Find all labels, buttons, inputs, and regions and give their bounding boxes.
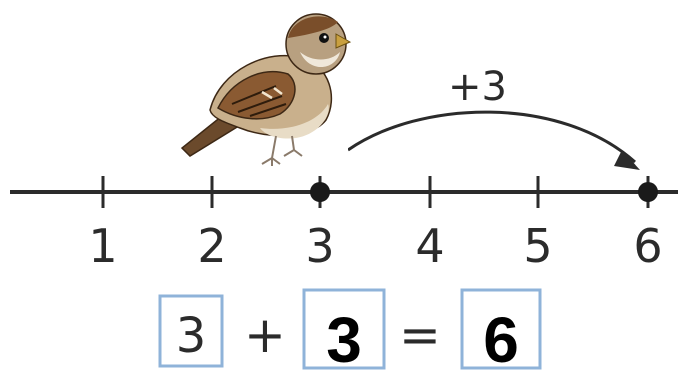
sum: 6	[483, 304, 519, 376]
arrowhead-icon	[614, 150, 640, 170]
second-addend-box[interactable]	[302, 288, 386, 370]
sum-box[interactable]	[460, 288, 542, 370]
start-dot	[310, 182, 330, 202]
first-addend: 3	[176, 308, 207, 364]
tick-label-5: 5	[523, 219, 552, 273]
tick-label-2: 2	[197, 219, 226, 273]
sparrow-icon	[150, 0, 352, 168]
equals-sign: =	[399, 306, 441, 364]
tick-label-6: 6	[633, 219, 662, 273]
tick-label-4: 4	[415, 219, 444, 273]
tick-label-3: 3	[305, 219, 334, 273]
plus-sign: +	[244, 306, 286, 364]
jump-arc	[347, 110, 640, 170]
first-addend-box	[158, 294, 224, 368]
tick-label-1: 1	[88, 219, 117, 273]
second-addend: 3	[326, 304, 362, 376]
jump-label: +3	[448, 64, 507, 110]
end-dot	[638, 182, 658, 202]
